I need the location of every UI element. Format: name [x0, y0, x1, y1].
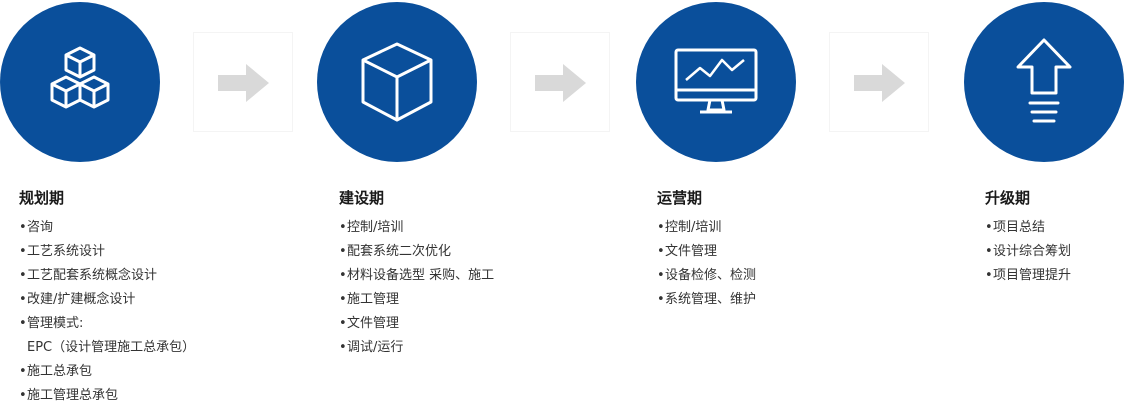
- next-arrow: [510, 32, 610, 132]
- list-item: •设计综合筹划: [985, 244, 1072, 259]
- list-item: •工艺系统设计: [19, 244, 106, 259]
- list-item: •文件管理: [657, 244, 718, 259]
- list-item: •配套系统二次优化: [339, 244, 452, 259]
- list-item: •施工管理总承包: [19, 388, 119, 403]
- phase-item-list: •控制/培训 •文件管理 •设备检修、检测 •系统管理、维护: [657, 216, 756, 312]
- list-item: •改建/扩建概念设计: [19, 292, 136, 307]
- list-item-continuation: EPC（设计管理施工总承包）: [27, 340, 196, 355]
- list-item: •设备检修、检测: [657, 268, 757, 283]
- list-item: •施工总承包: [19, 364, 93, 379]
- list-item: •文件管理: [339, 316, 400, 331]
- phase-item-list: •控制/培训 •配套系统二次优化 •材料设备选型 采购、施工 •施工管理 •文件…: [339, 216, 494, 360]
- list-item: •管理模式:: [19, 316, 84, 331]
- list-item: •调试/运行: [339, 340, 404, 355]
- list-item: •施工管理: [339, 292, 400, 307]
- phase-construction-circle: [317, 2, 477, 162]
- list-item: •项目总结: [985, 220, 1046, 235]
- next-arrow: [829, 32, 929, 132]
- phase-upgrade-circle: [964, 2, 1124, 162]
- list-item: •控制/培训: [339, 220, 404, 235]
- phase-item-list: •项目总结 •设计综合筹划 •项目管理提升: [985, 216, 1071, 288]
- list-item: •系统管理、维护: [657, 292, 757, 307]
- phase-planning-circle: [0, 2, 160, 162]
- monitor-chart-icon: [674, 48, 758, 114]
- right-arrow-icon: [854, 64, 905, 102]
- phase-title: 运营期: [657, 189, 703, 207]
- phase-title: 规划期: [19, 189, 65, 207]
- list-item: •控制/培训: [657, 220, 722, 235]
- right-arrow-icon: [218, 64, 269, 102]
- next-arrow: [193, 32, 293, 132]
- phase-title: 升级期: [985, 189, 1031, 207]
- list-item: •材料设备选型 采购、施工: [339, 268, 495, 283]
- phase-item-list: •咨询 •工艺系统设计 •工艺配套系统概念设计 •改建/扩建概念设计 •管理模式…: [19, 216, 195, 403]
- list-item: •项目管理提升: [985, 268, 1072, 283]
- upgrade-arrow-icon: [1016, 38, 1072, 123]
- cube-icon: [361, 42, 433, 122]
- phase-title: 建设期: [339, 189, 385, 207]
- right-arrow-icon: [535, 64, 586, 102]
- phase-operation-circle: [636, 2, 796, 162]
- list-item: •工艺配套系统概念设计: [19, 268, 158, 283]
- cubes-icon: [50, 46, 110, 109]
- list-item: •咨询: [19, 220, 54, 235]
